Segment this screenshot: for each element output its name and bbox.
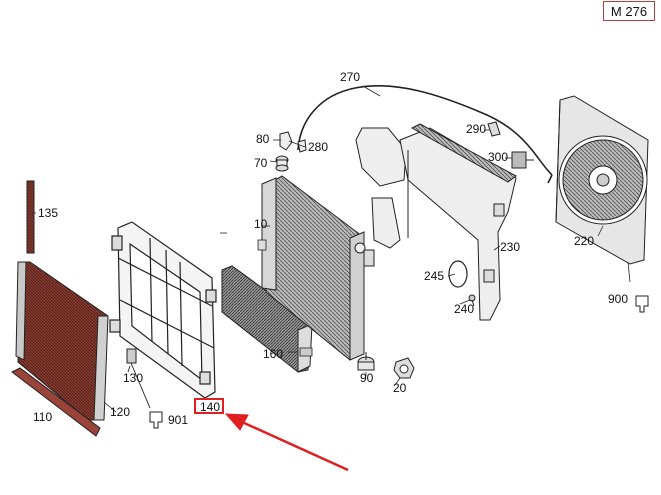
- part-290-bracket: [487, 121, 501, 137]
- part-300-sensor: [511, 151, 534, 169]
- callout-140-label: 140: [200, 400, 221, 414]
- callout-300[interactable]: 300: [488, 150, 509, 164]
- callout-245[interactable]: 245: [424, 269, 445, 283]
- callout-135[interactable]: 135: [38, 206, 59, 220]
- callout-160[interactable]: 160: [263, 347, 284, 361]
- part-230-bracket: [355, 123, 517, 321]
- callout-10[interactable]: 10: [254, 217, 268, 231]
- callout-280[interactable]: 280: [308, 140, 329, 154]
- highlight-arrow: [224, 413, 349, 472]
- callout-80[interactable]: 80: [256, 132, 270, 146]
- part-135-strip: [26, 180, 35, 254]
- part-80-clip: [273, 131, 293, 151]
- part-110-seal: [11, 367, 101, 437]
- callout-120[interactable]: 120: [110, 405, 131, 419]
- highlighted-callout-140[interactable]: 140: [194, 398, 224, 414]
- callout-220[interactable]: 220: [574, 234, 595, 248]
- part-90-cap: [357, 352, 375, 371]
- part-245-ring: [448, 260, 468, 288]
- part-160-condenser: [221, 265, 313, 373]
- callout-90[interactable]: 90: [360, 371, 374, 385]
- part-120-frame: [109, 221, 217, 399]
- callout-901[interactable]: 901: [168, 413, 189, 427]
- callout-900[interactable]: 900: [608, 292, 629, 306]
- part-220-fan-shroud: [555, 95, 649, 265]
- part-110-radiator: [15, 261, 109, 421]
- callout-290[interactable]: 290: [466, 122, 487, 136]
- callout-230[interactable]: 230: [500, 240, 521, 254]
- leader-lines: [32, 85, 604, 413]
- callout-70[interactable]: 70: [254, 156, 268, 170]
- connector-901: [149, 411, 163, 429]
- callout-240[interactable]: 240: [454, 302, 475, 316]
- part-130-bolt: [126, 348, 151, 409]
- callout-130[interactable]: 130: [123, 371, 144, 385]
- line-270-hose: [297, 85, 553, 176]
- callout-270[interactable]: 270: [340, 70, 361, 84]
- part-10-radiator: [257, 175, 375, 361]
- connector-900: [635, 295, 649, 313]
- part-70-grommet: [275, 155, 289, 172]
- part-240-screw: [468, 294, 476, 307]
- callout-110[interactable]: 110: [33, 410, 53, 424]
- callout-20[interactable]: 20: [393, 381, 407, 395]
- part-20-fitting: [393, 357, 415, 379]
- model-tag: M 276: [603, 1, 655, 21]
